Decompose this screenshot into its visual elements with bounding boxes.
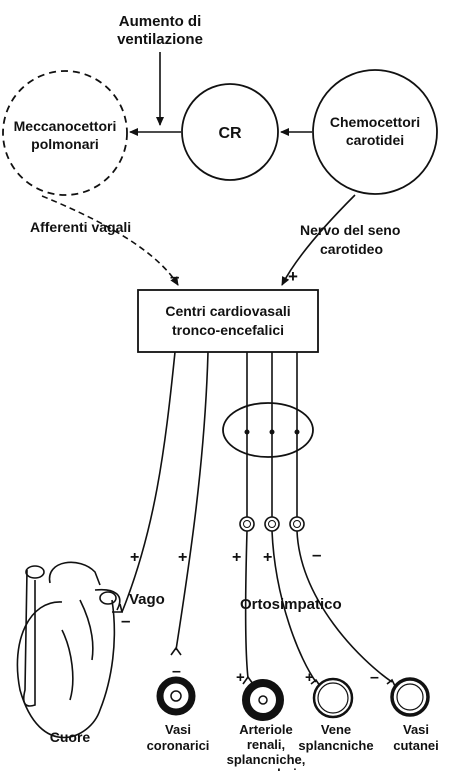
chemo-label-line2: carotidei (346, 132, 404, 148)
arteriole-label-line3: splancniche, (227, 752, 306, 767)
ganglion-3 (290, 517, 304, 531)
coronary-synapse (171, 648, 181, 655)
top-label-line2: ventilazione (117, 31, 203, 48)
vene-label-line1: Vene (321, 722, 351, 737)
cutanei-label-line2: cutanei (393, 738, 439, 753)
spinal-dot-1 (245, 430, 250, 435)
cuore-label: Cuore (50, 729, 91, 745)
vagal-input-sign: – (170, 267, 179, 286)
vagal-afferent-path (42, 196, 178, 285)
coronary-vago-sign: + (178, 549, 187, 566)
cutanei-vessel-icon (392, 679, 428, 715)
cutanei-label-line1: Vasi (403, 722, 429, 737)
mechano-label-line2: polmonari (31, 136, 99, 152)
ortho-sign-3: – (312, 545, 321, 564)
coronary-vessel-icon (160, 680, 192, 712)
cr-label: CR (218, 125, 242, 142)
chemo-label-line1: Chemocettori (330, 114, 420, 130)
carotid-label-line1: Nervo del seno (300, 222, 400, 238)
spinal-dot-2 (270, 430, 275, 435)
center-box (138, 290, 318, 352)
spinal-ellipse (223, 403, 313, 457)
ortho-sign-1: + (232, 549, 241, 566)
arteriole-output-sign: + (236, 669, 245, 686)
vene-vessel-icon (314, 679, 352, 717)
cutanei-output-sign: – (370, 669, 379, 686)
vago-label: Vago (129, 591, 165, 608)
carotid-input-sign: + (288, 267, 298, 286)
carotid-label-line2: carotideo (320, 241, 383, 257)
arteriole-label-line2: renali, (247, 737, 285, 752)
ganglion-2 (265, 517, 279, 531)
ganglion-1 (240, 517, 254, 531)
vagal-efferent-heart (122, 352, 175, 612)
vene-output-sign: + (305, 669, 314, 686)
ortosimpatico-label: Ortosimpatico (240, 596, 342, 613)
mechano-label-line1: Meccanocettori (14, 118, 117, 134)
heart-vago-sign: + (130, 549, 139, 566)
coronarici-label-line1: Vasi (165, 722, 191, 737)
top-label-line1: Aumento di (119, 13, 202, 30)
center-label-line1: Centri cardiovasali (165, 303, 290, 319)
coronarici-label-line2: coronarici (147, 738, 210, 753)
vagal-efferent-coronary (176, 352, 208, 650)
arteriole-label-line1: Arteriole (239, 722, 292, 737)
vagal-afferent-label: Afferenti vagali (30, 219, 131, 235)
arteriole-label-line4: muscolari (235, 766, 296, 771)
vene-label-line2: splancniche (298, 738, 373, 753)
ortho-sign-2: + (263, 549, 272, 566)
arteriole-vessel-icon (246, 683, 280, 717)
cutanei-synapse (387, 680, 395, 686)
center-label-line2: tronco-encefalici (172, 322, 284, 338)
heart-illustration (17, 562, 119, 737)
spinal-dot-3 (295, 430, 300, 435)
heart-output-sign: – (121, 611, 130, 630)
